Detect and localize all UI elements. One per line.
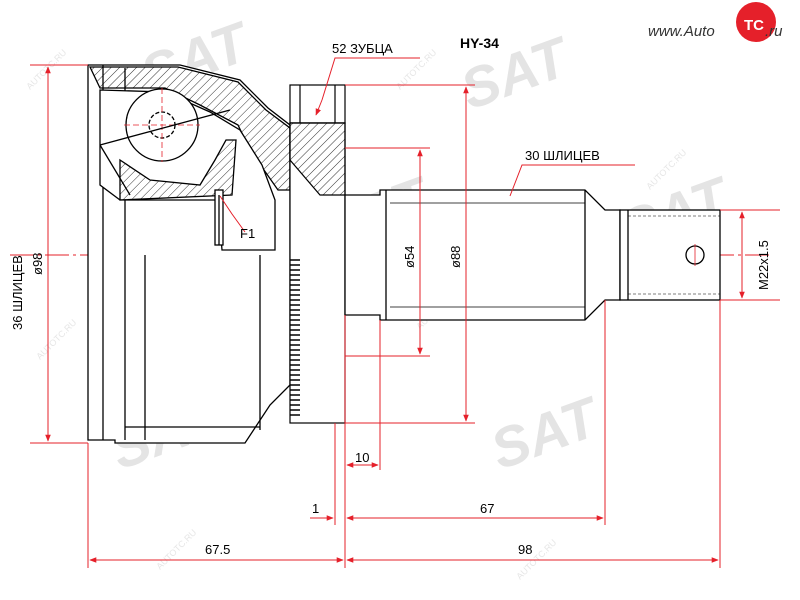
thread-label: M22x1.5 [756,240,771,290]
watermark-site: AUTOTC.RU [154,527,198,571]
inner-splines-label: 36 ШЛИЦЕВ [10,255,25,330]
joint-housing [87,64,291,444]
annotation-labels: HY-34 52 ЗУБЦА 30 ШЛИЦЕВ F1 36 ШЛИЦЕВ ø9… [10,35,771,557]
dim-67-5: 67.5 [205,542,230,557]
watermark-brand: SAT [483,384,610,482]
logo-badge-circle [736,2,776,42]
dim-1: 1 [312,501,319,516]
abs-ring [289,84,346,424]
dim-98: 98 [518,542,532,557]
dia-98-label: ø98 [30,253,45,275]
logo-prefix: www.Auto [648,23,715,40]
dimension-lines [30,57,780,568]
f1-label: F1 [240,226,255,241]
watermark-site: AUTOTC.RU [24,47,68,91]
part-number: HY-34 [460,35,499,51]
thread-section [619,209,721,301]
watermark-site: AUTOTC.RU [34,317,78,361]
autotc-logo: www.Auto TC .ru [648,2,783,42]
dim-67: 67 [480,501,494,516]
abs-teeth [290,259,300,416]
logo-suffix: .ru [765,23,783,40]
dia-88-label: ø88 [448,246,463,268]
dia-54-label: ø54 [402,246,417,268]
outer-splines-label: 30 ШЛИЦЕВ [525,148,600,163]
logo-badge-text: TC [744,17,764,34]
dim-10: 10 [355,450,369,465]
teeth-count-label: 52 ЗУБЦА [332,41,393,56]
